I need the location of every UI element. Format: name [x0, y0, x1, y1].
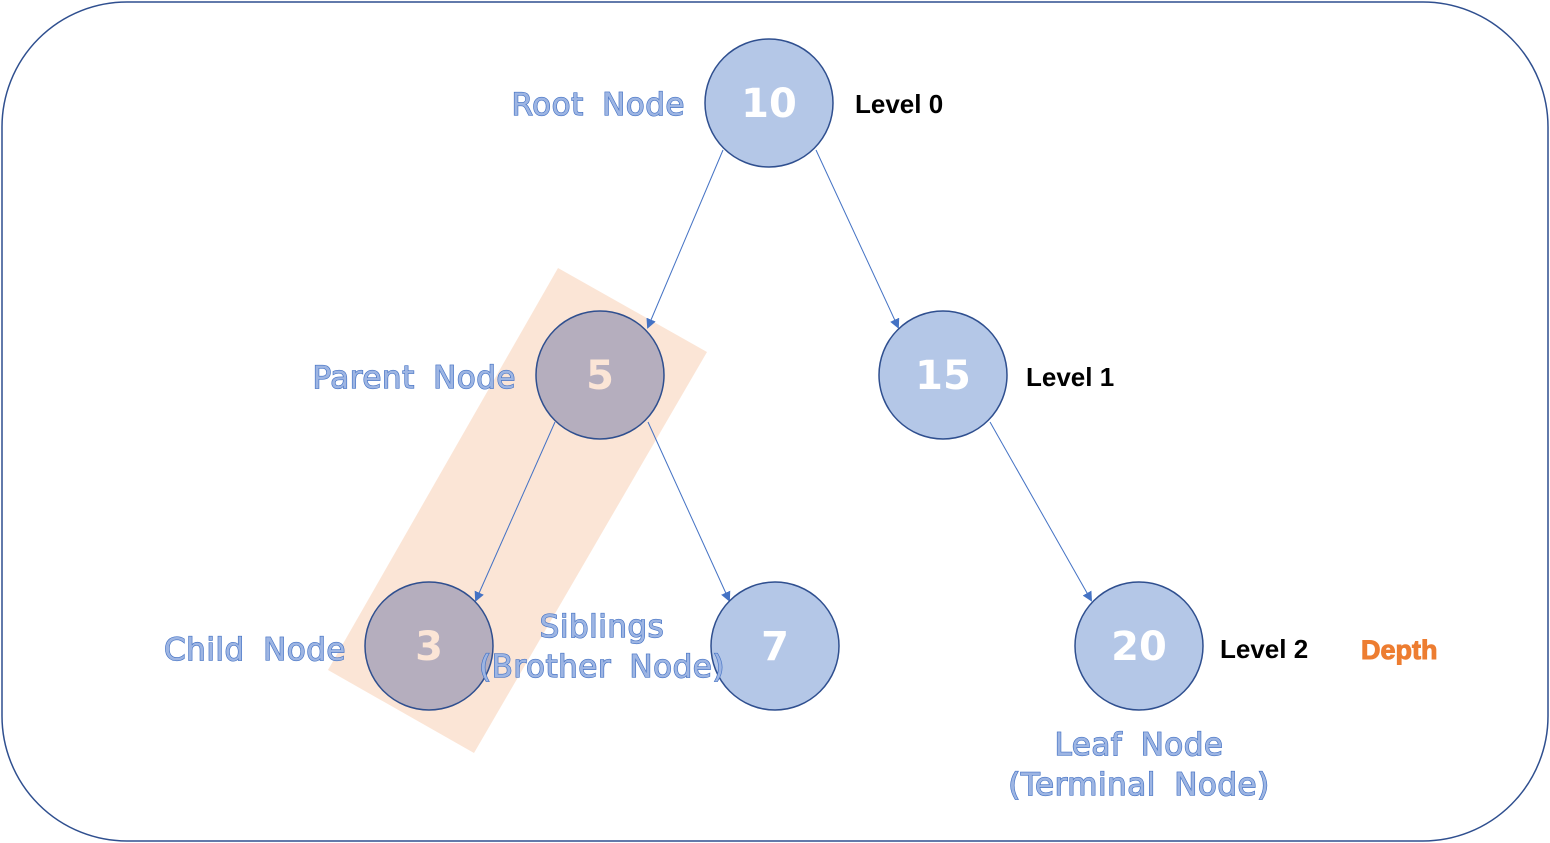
- siblings-label-line1: Siblings: [540, 609, 665, 645]
- node-5-value: 5: [586, 353, 614, 399]
- node-7-circle: [710, 581, 840, 711]
- parent-node-label: Parent Node: [313, 360, 517, 396]
- level-0-label: Level 0: [855, 89, 943, 119]
- child-node-label: Child Node: [164, 632, 346, 668]
- edge-5-3: [474, 421, 556, 602]
- leaf-label-line2: (Terminal Node): [1008, 767, 1269, 803]
- level-1-label: Level 1: [1026, 362, 1114, 392]
- node-15-value: 15: [915, 353, 971, 399]
- root-node-label: Root Node: [512, 87, 686, 123]
- node-7-value: 7: [761, 624, 789, 670]
- node-15: 15: [878, 310, 1008, 440]
- leaf-label-line1: Leaf Node: [1055, 727, 1224, 763]
- edge-10-5: [646, 149, 724, 329]
- node-3-value: 3: [415, 624, 443, 670]
- edge-15-20: [989, 421, 1092, 602]
- node-20-value: 20: [1111, 624, 1167, 670]
- node-10: 10: [704, 38, 834, 168]
- node-7: 7: [710, 581, 840, 711]
- node-3: 3: [364, 581, 494, 711]
- node-15-circle: [878, 310, 1008, 440]
- node-3-circle: [364, 581, 494, 711]
- node-10-value: 10: [741, 81, 797, 127]
- depth-label: Depth: [1361, 635, 1438, 665]
- node-5: 5: [535, 310, 665, 440]
- node-20-circle: [1074, 581, 1204, 711]
- siblings-label-line2: (Brother Node): [479, 649, 725, 685]
- node-20: 20: [1074, 581, 1204, 711]
- node-10-circle: [704, 38, 834, 168]
- level-2-label: Level 2: [1220, 634, 1308, 664]
- edge-5-7: [647, 421, 731, 602]
- edge-10-15: [815, 149, 900, 329]
- node-5-circle: [535, 310, 665, 440]
